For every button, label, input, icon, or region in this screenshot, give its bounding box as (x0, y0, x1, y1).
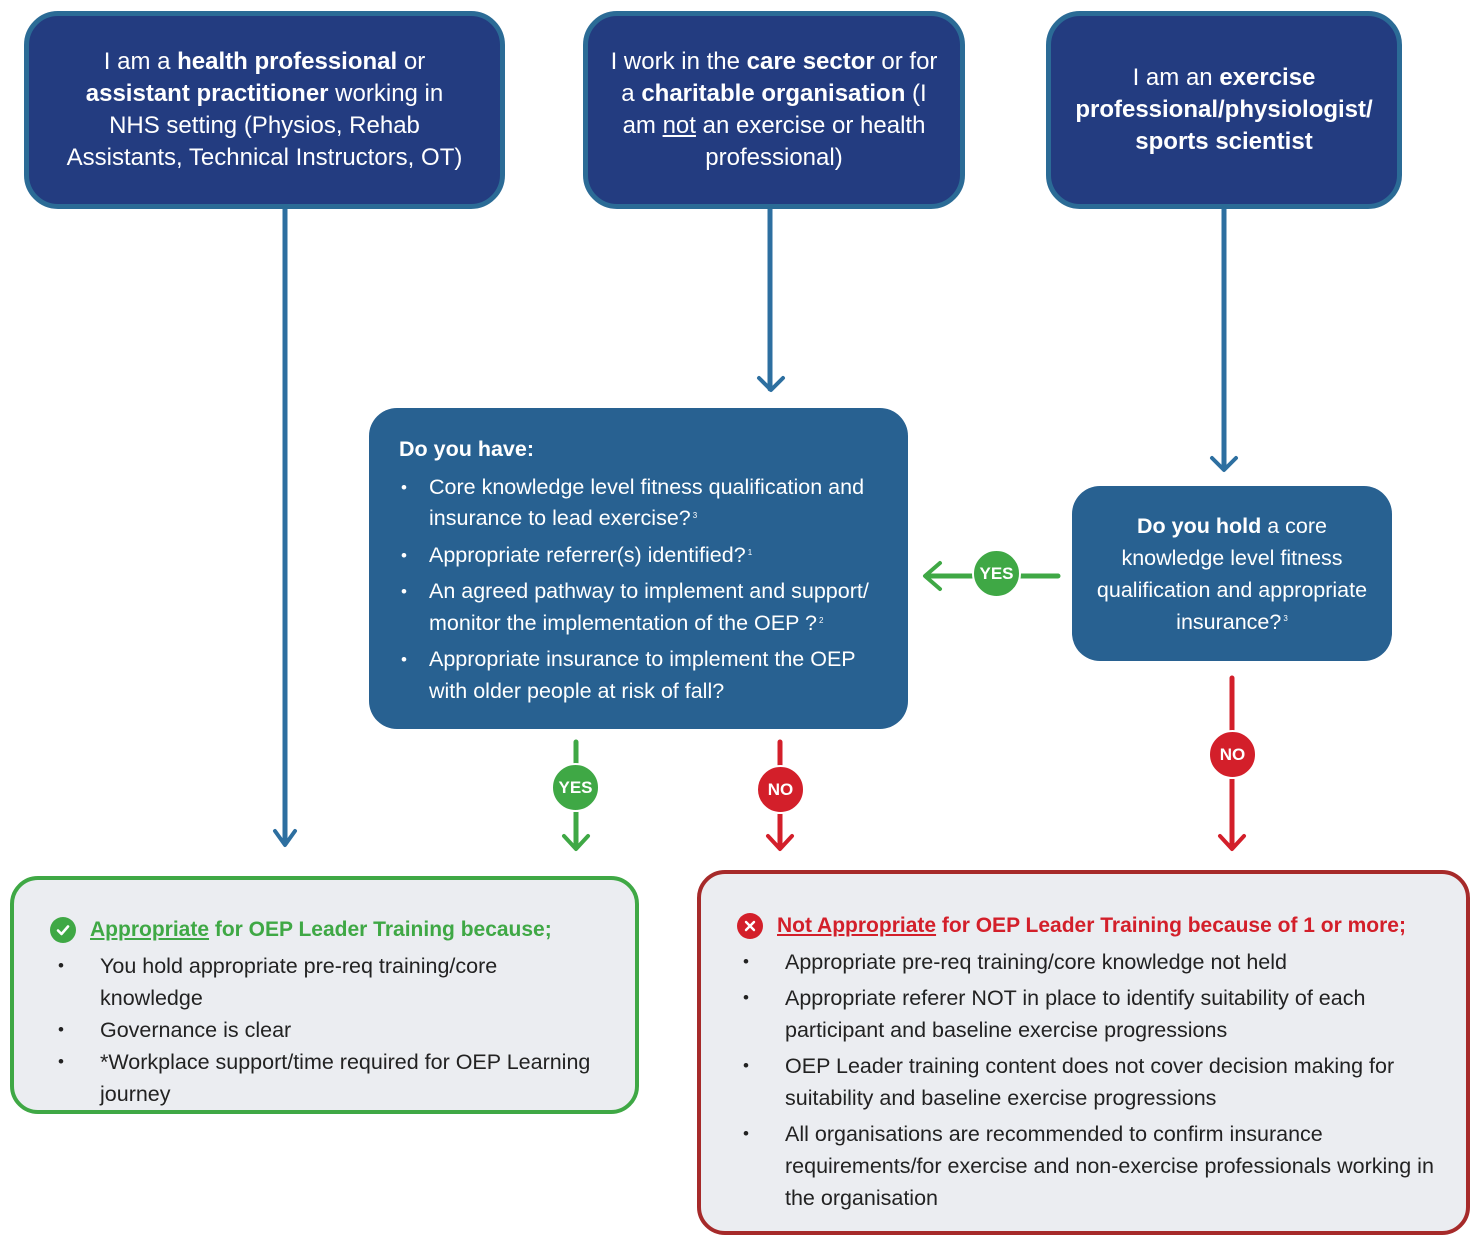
question-title: Do you have: (399, 437, 534, 461)
question-do-you-hold: Do you hold a core knowledge level fitne… (1072, 486, 1392, 661)
arrowhead-no-right (1218, 834, 1246, 851)
x-circle-icon (737, 913, 763, 939)
start-care-sector: I work in the care sector or for a chari… (583, 11, 965, 209)
arrowhead-exercise (1210, 456, 1238, 472)
list-item: All organisations are recommended to con… (743, 1118, 1438, 1214)
arrowhead-no-center (766, 834, 794, 851)
outcome-appropriate-list: You hold appropriate pre-req training/co… (58, 950, 605, 1110)
question-list: Core knowledge level fitness qualificati… (399, 472, 878, 708)
arrowhead-yes-left (923, 561, 942, 591)
yes-badge: YES (972, 549, 1021, 598)
outcome-appropriate-title: Appropriate for OEP Leader Training beca… (50, 914, 605, 946)
yes-badge: YES (551, 763, 600, 812)
question-item: Core knowledge level fitness qualificati… (399, 472, 878, 535)
start-exercise-professional: I am an exercise professional/physiologi… (1046, 11, 1402, 209)
outcome-not-appropriate: Not Appropriate for OEP Leader Training … (697, 870, 1470, 1235)
question-item: Appropriate insurance to implement the O… (399, 644, 878, 707)
outcome-not-appropriate-title: Not Appropriate for OEP Leader Training … (737, 910, 1438, 942)
list-item: You hold appropriate pre-req training/co… (58, 950, 605, 1014)
arrowhead-care (757, 376, 785, 392)
question-do-you-have: Do you have: Core knowledge level fitnes… (369, 408, 908, 729)
question-item: Appropriate referrer(s) identified?1 (399, 540, 878, 572)
list-item: *Workplace support/time required for OEP… (58, 1046, 605, 1110)
list-item: Appropriate pre-req training/core knowle… (743, 946, 1438, 978)
arrowhead-yes-down (562, 834, 590, 851)
no-badge: NO (756, 765, 805, 814)
start-health-professional: I am a health professional or assistant … (24, 11, 505, 209)
arrowhead-health (273, 829, 297, 847)
list-item: OEP Leader training content does not cov… (743, 1050, 1438, 1114)
outcome-appropriate: Appropriate for OEP Leader Training beca… (10, 876, 639, 1114)
question-item: An agreed pathway to implement and suppo… (399, 576, 878, 639)
no-badge: NO (1208, 730, 1257, 779)
list-item: Governance is clear (58, 1014, 605, 1046)
list-item: Appropriate referer NOT in place to iden… (743, 982, 1438, 1046)
outcome-not-appropriate-list: Appropriate pre-req training/core knowle… (743, 946, 1438, 1214)
check-circle-icon (50, 917, 76, 943)
